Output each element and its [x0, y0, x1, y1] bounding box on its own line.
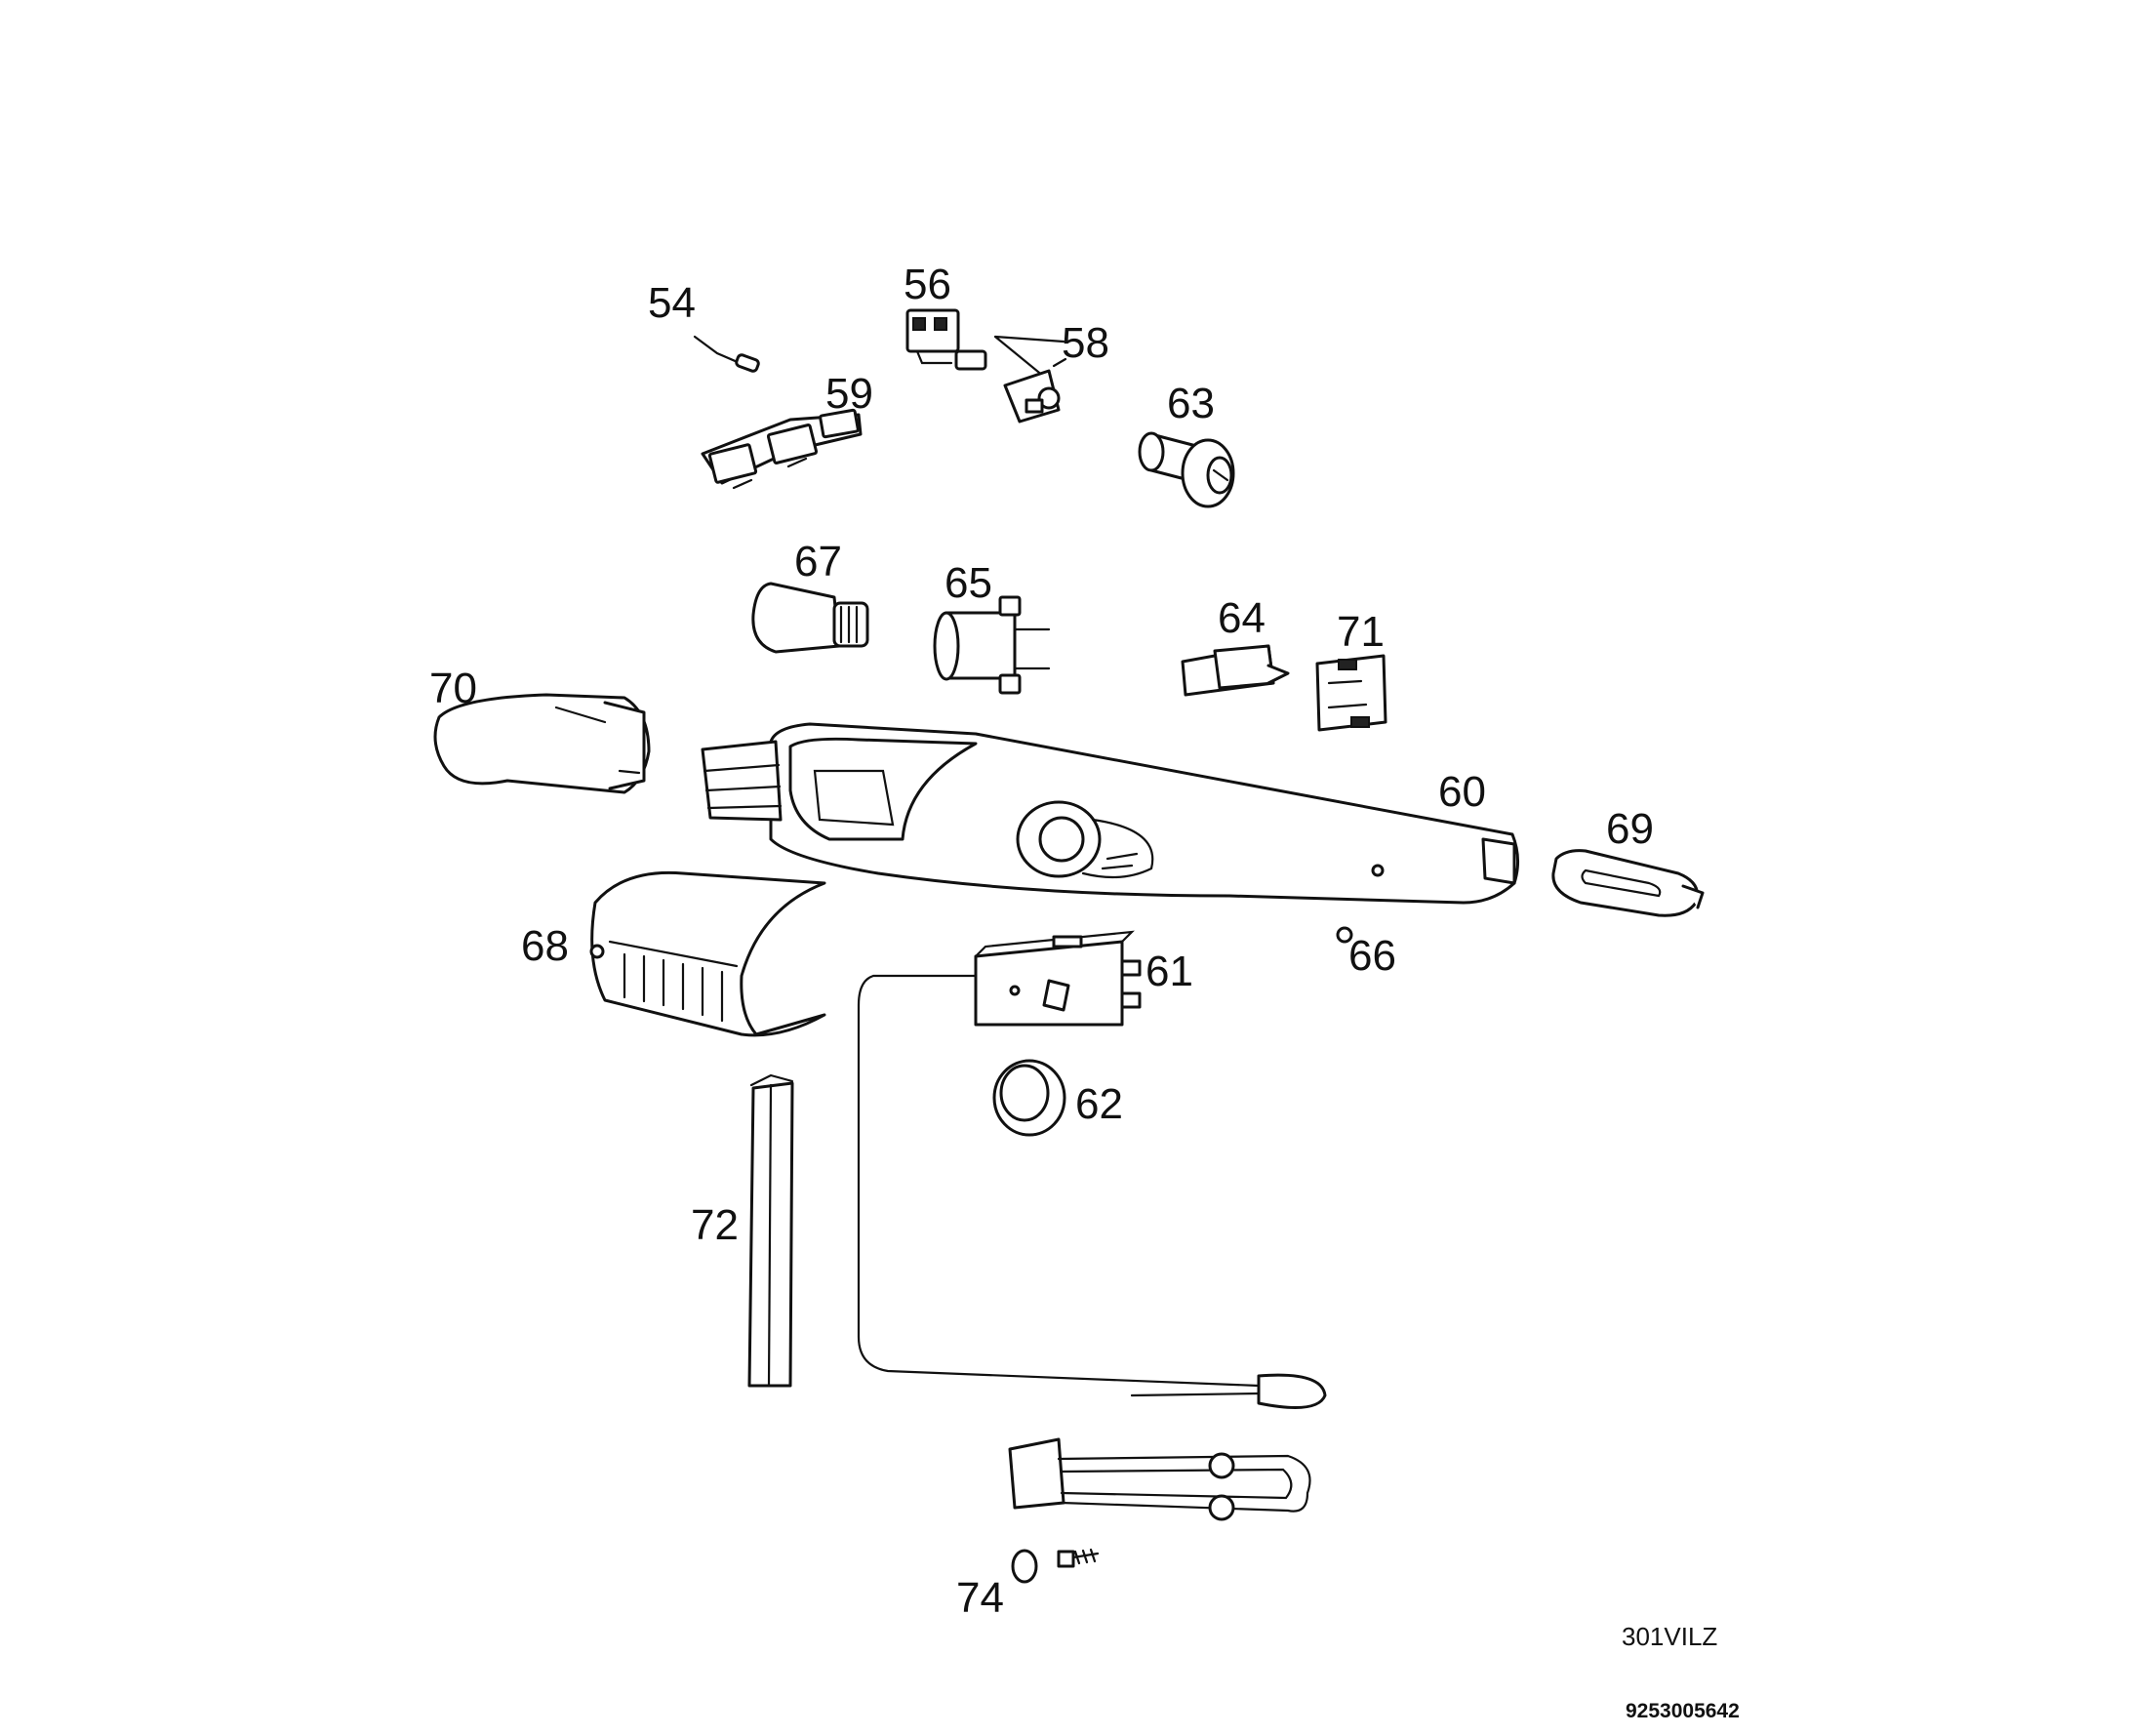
- part-70-end-cover: [433, 693, 651, 794]
- part-66-plug: [1336, 926, 1353, 944]
- part-65-lamp-socket: [933, 595, 1051, 695]
- label-70: 70: [429, 665, 477, 712]
- label-68: 68: [521, 922, 569, 970]
- part-58-contact-switch: [993, 335, 1067, 424]
- part-64-rocker-switch: [1181, 644, 1290, 697]
- part-56-switch: [905, 308, 987, 371]
- label-61: 61: [1145, 948, 1193, 995]
- part-67-bulb: [751, 582, 869, 654]
- part-54-connector: [693, 335, 760, 373]
- label-65: 65: [944, 559, 992, 607]
- part-heater-element: [1008, 1437, 1311, 1521]
- label-72: 72: [691, 1201, 739, 1249]
- part-59-lamp-holder: [701, 408, 863, 490]
- part-74-washer-screw: [1011, 1548, 1100, 1584]
- label-59: 59: [825, 370, 873, 418]
- label-69: 69: [1606, 805, 1654, 853]
- part-60-main-housing: [701, 722, 1519, 905]
- label-56: 56: [904, 261, 951, 308]
- label-63: 63: [1167, 380, 1215, 427]
- part-69-end-cap: [1551, 849, 1705, 917]
- label-74: 74: [956, 1574, 1004, 1622]
- part-71-switch-clip: [1315, 654, 1387, 732]
- model-code: 301VILZ: [1622, 1622, 1717, 1651]
- part-63-knob: [1138, 431, 1235, 508]
- label-64: 64: [1218, 594, 1266, 642]
- part-72-tube: [747, 1073, 794, 1388]
- part-68-lamp-cover: [589, 870, 826, 1037]
- label-67: 67: [794, 538, 842, 585]
- label-60: 60: [1438, 768, 1486, 816]
- label-62: 62: [1075, 1080, 1123, 1128]
- document-number: 9253005642: [1626, 1700, 1740, 1722]
- label-54: 54: [648, 279, 696, 327]
- part-62-ring: [992, 1059, 1066, 1137]
- label-66: 66: [1348, 932, 1396, 980]
- label-71: 71: [1337, 608, 1385, 656]
- label-58: 58: [1062, 319, 1109, 367]
- part-61-thermostat: [857, 930, 1327, 1409]
